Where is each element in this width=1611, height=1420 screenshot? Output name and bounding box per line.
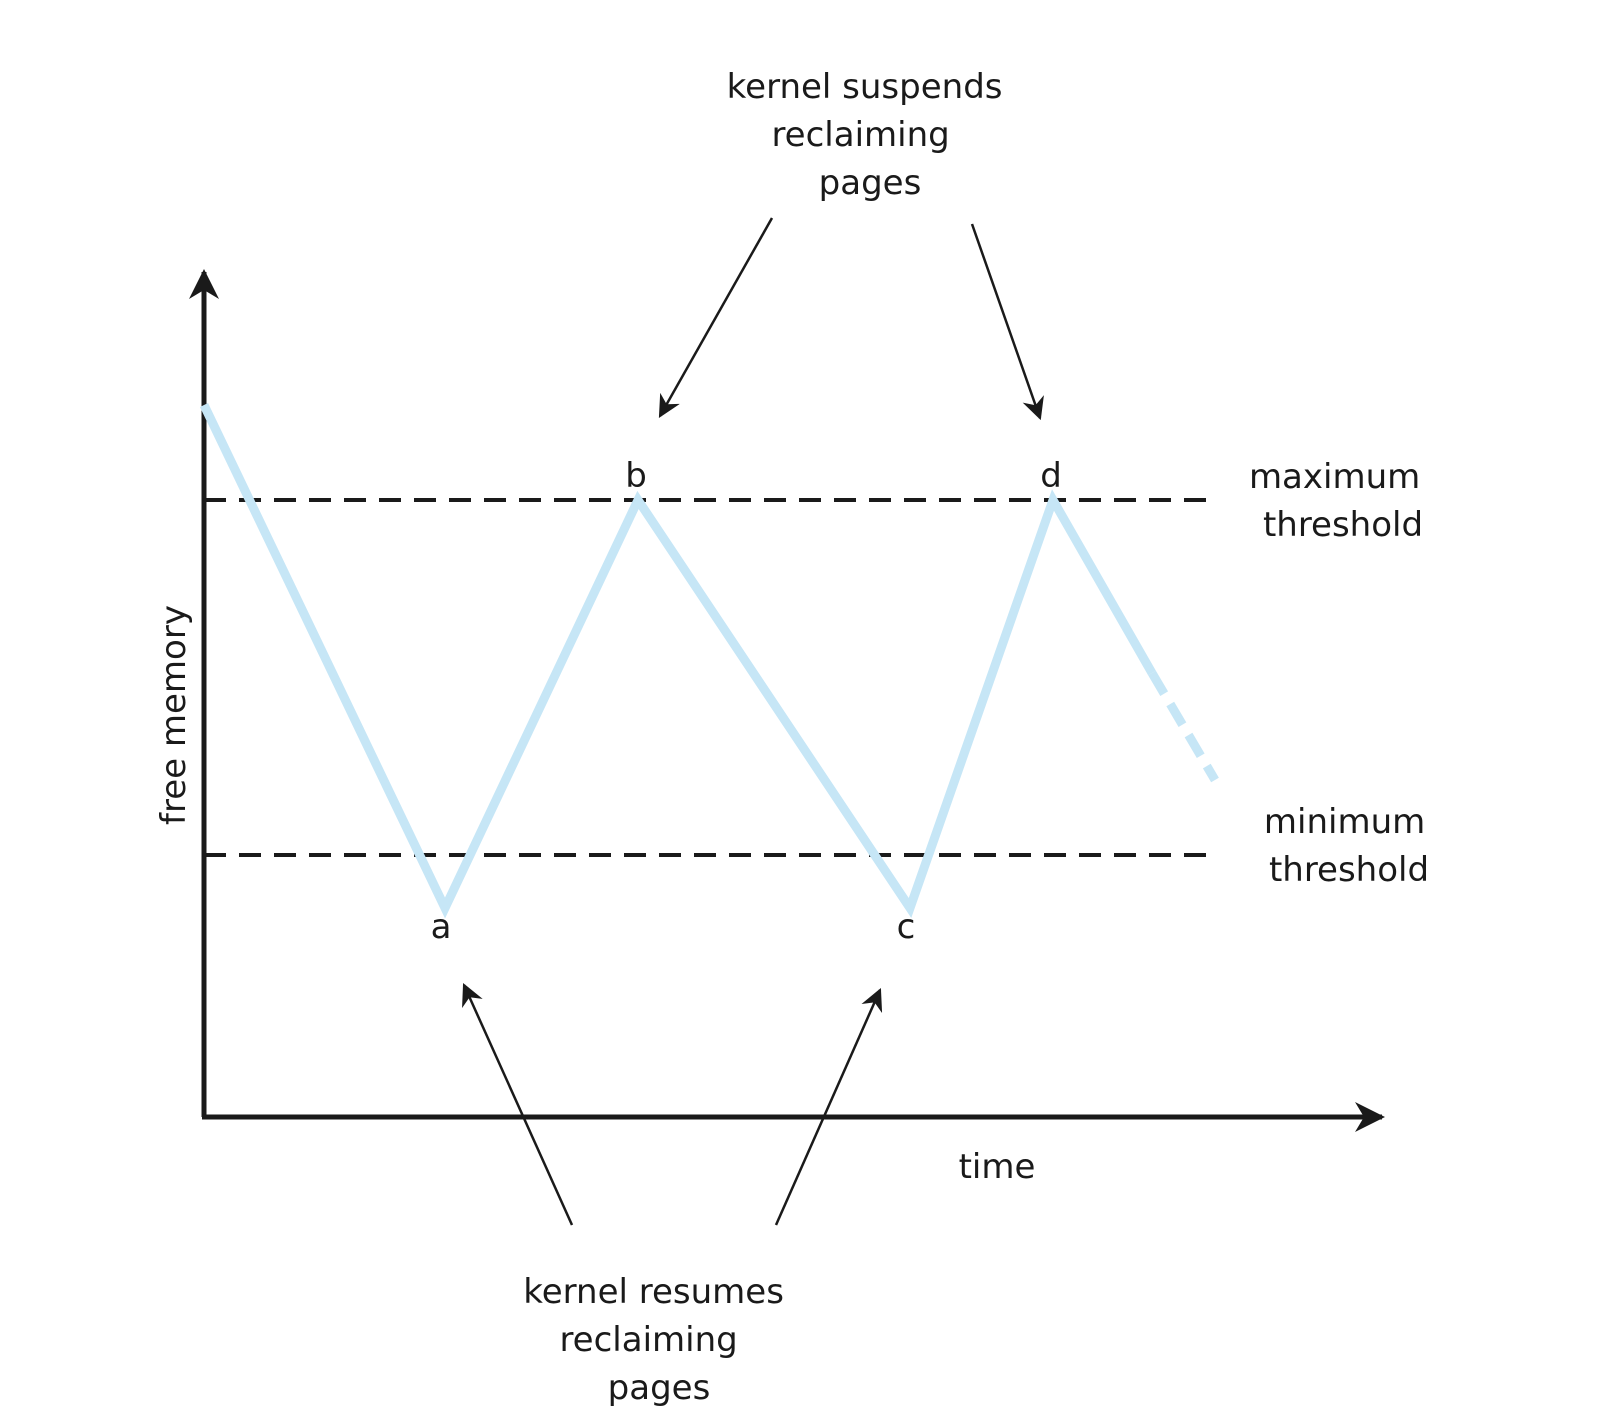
point-label-d: d: [1040, 456, 1062, 496]
x-axis-label: time: [959, 1147, 1036, 1187]
suspend-arrow-to-d: [970, 223, 1044, 421]
resume-annotation-line-1: kernel resumes: [523, 1272, 784, 1312]
resume-arrow-to-c: [774, 987, 883, 1226]
maximum-threshold-label-line-2: threshold: [1263, 505, 1423, 545]
free-memory-curve: [199, 403, 1156, 919]
point-label-c: c: [897, 907, 916, 947]
resume-annotation-line-2: reclaiming: [559, 1320, 737, 1360]
resume-arrow-to-a: [462, 982, 574, 1226]
suspend-annotation-line-1: kernel suspends: [727, 67, 1003, 107]
minimum-threshold-label-line-1: minimum: [1264, 802, 1425, 842]
free-memory-curve-continuation: [1148, 670, 1219, 783]
minimum-threshold-label-line-2: threshold: [1269, 850, 1429, 890]
resume-annotation: kernel resumes reclaiming pages: [523, 1272, 794, 1408]
suspend-annotation-line-2: reclaiming: [771, 115, 949, 155]
point-label-b: b: [625, 456, 647, 496]
resume-annotation-line-3: pages: [608, 1368, 711, 1408]
maximum-threshold-label-line-1: maximum: [1249, 457, 1420, 497]
maximum-threshold-label: maximum threshold: [1249, 457, 1431, 545]
suspend-arrow-to-b: [658, 217, 774, 418]
point-label-a: a: [431, 907, 452, 947]
y-axis-label: free memory: [154, 605, 194, 825]
minimum-threshold-label: minimum threshold: [1264, 802, 1436, 890]
suspend-annotation-line-3: pages: [819, 163, 922, 203]
suspend-annotation: kernel suspends reclaiming pages: [727, 67, 1014, 203]
